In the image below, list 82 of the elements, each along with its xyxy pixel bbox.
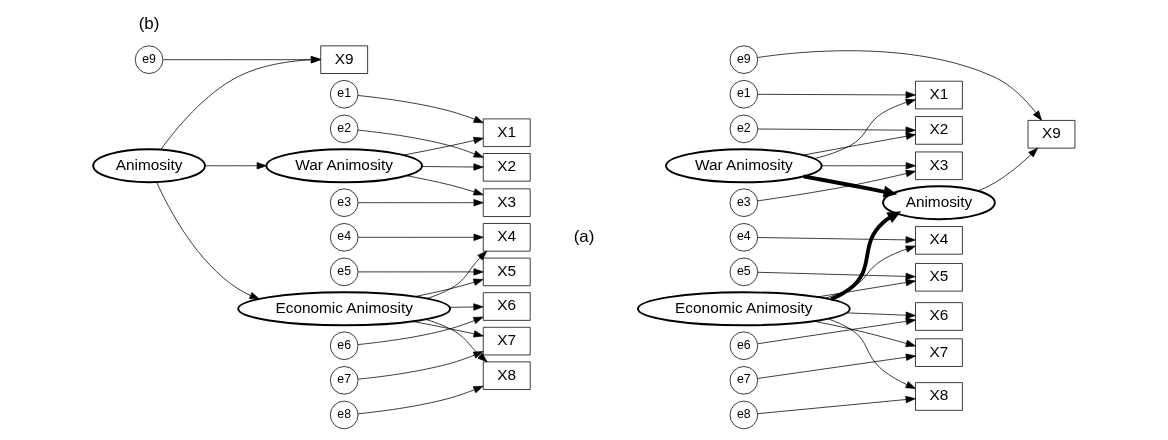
node-box: X4 <box>482 223 531 252</box>
node-circle: e2 <box>729 114 759 144</box>
node-box: X2 <box>482 153 531 182</box>
arrow <box>414 278 484 297</box>
node-circle: e4 <box>329 223 359 252</box>
arrow <box>357 233 484 241</box>
arrow <box>357 199 484 207</box>
arrow <box>816 278 916 298</box>
arrow <box>813 98 916 160</box>
node-box: X5 <box>915 263 963 292</box>
node-circle: e1 <box>729 80 759 109</box>
node-circle: e9 <box>729 45 759 74</box>
arrow <box>757 395 916 415</box>
node-box: X3 <box>482 188 531 217</box>
node-box: X9 <box>320 45 368 74</box>
arrow <box>162 56 321 64</box>
arrow <box>757 50 1042 121</box>
arrow <box>977 147 1038 192</box>
arrow <box>846 311 916 319</box>
arrow <box>803 174 898 198</box>
arrow <box>406 175 484 196</box>
node-box: X8 <box>482 361 531 390</box>
node-circle: e8 <box>329 400 359 430</box>
arrow <box>824 245 916 299</box>
arrow <box>421 163 484 171</box>
node-circle: e8 <box>729 400 759 430</box>
arrow <box>160 56 321 150</box>
arrow <box>757 91 916 99</box>
arrow <box>757 236 916 244</box>
node-ellipse: Economic Animosity <box>636 291 851 327</box>
arrow <box>426 250 488 299</box>
arrow <box>813 320 916 347</box>
arrow <box>357 385 484 415</box>
node-box: X2 <box>915 116 963 145</box>
arrow <box>357 129 484 158</box>
node-circle: e2 <box>329 114 359 144</box>
node-box: X6 <box>482 292 531 321</box>
arrow <box>802 132 916 156</box>
node-box: X3 <box>915 151 963 180</box>
node-box: X7 <box>482 326 531 356</box>
node-circle: e6 <box>729 331 759 360</box>
node-circle: e6 <box>329 331 359 360</box>
label: (a) <box>573 226 595 246</box>
arrow <box>357 351 484 380</box>
node-ellipse: Animosity <box>92 148 206 184</box>
node-box: X6 <box>915 302 963 331</box>
arrow <box>204 162 267 170</box>
arrow <box>357 268 484 276</box>
arrow <box>827 318 916 389</box>
node-box: X1 <box>482 118 531 147</box>
node-circle: e3 <box>729 188 759 217</box>
arrow <box>357 316 484 345</box>
arrow <box>757 126 916 134</box>
arrow <box>357 95 484 124</box>
node-box: X8 <box>915 382 963 411</box>
arrow <box>757 353 916 379</box>
node-circle: e3 <box>329 188 359 217</box>
node-circle: e1 <box>329 80 359 109</box>
arrow <box>425 318 488 363</box>
node-box: X4 <box>915 226 963 255</box>
arrow <box>757 271 916 280</box>
node-ellipse: War Animosity <box>265 148 423 184</box>
arrow <box>830 211 902 302</box>
arrow <box>757 317 916 345</box>
arrow <box>757 169 916 202</box>
node-box: X5 <box>482 257 531 287</box>
node-box: X1 <box>915 80 963 110</box>
node-box: X9 <box>1027 120 1076 149</box>
arrow <box>412 320 484 338</box>
node-circle: e7 <box>729 366 759 395</box>
node-ellipse: War Animosity <box>665 148 823 184</box>
arrow <box>156 181 260 300</box>
node-circle: e5 <box>729 257 759 287</box>
node-circle: e4 <box>729 223 759 252</box>
arrow <box>403 136 484 156</box>
node-box: X7 <box>915 338 963 367</box>
label: (b) <box>138 14 160 34</box>
node-circle: e7 <box>329 366 359 395</box>
arrow <box>449 303 484 311</box>
node-circle: e5 <box>329 257 359 287</box>
arrow <box>821 162 916 170</box>
node-circle: e9 <box>134 45 164 74</box>
